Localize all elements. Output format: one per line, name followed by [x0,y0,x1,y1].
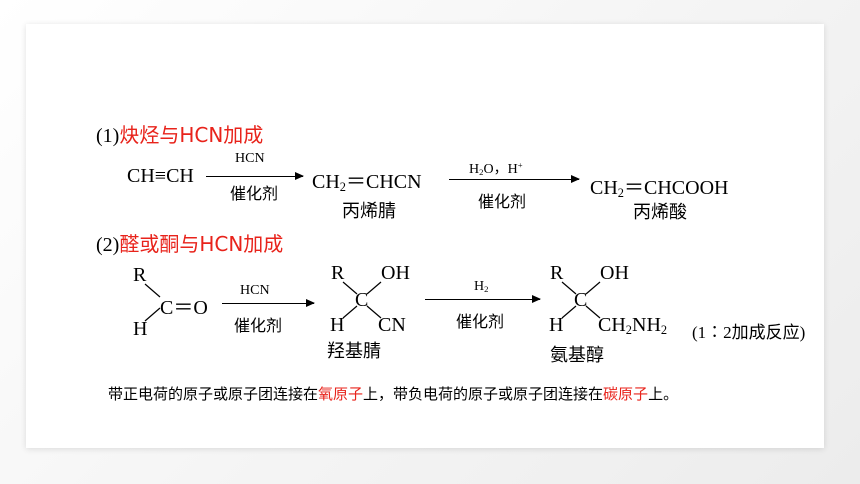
cyanohydrin-h: H [330,314,345,336]
aminoalcohol-name: 氨基醇 [550,345,604,366]
acrylonitrile-name: 丙烯腈 [342,201,396,222]
aminoalcohol-ch2nh2: CH2NH2 [598,314,668,338]
cyanohydrin-name: 羟基腈 [327,341,381,362]
ratio-note: (1∶2加成反应) [692,323,806,342]
section-1-heading: (1)炔烃与HCN加成 [96,119,263,148]
section-1-number: (1) [96,125,120,147]
acrylic-acid-name: 丙烯酸 [633,202,687,223]
r1-arrow2 [449,175,580,183]
r2-arrow1-reagent: HCN [240,283,270,298]
r2-arrow2-catalyst: 催化剂 [456,312,505,331]
cyanohydrin-oh: OH [381,262,410,284]
note-oxygen-highlight: 氧原子 [318,385,364,403]
acrylic-acid-formula: CH2＝CHCOOH [590,177,729,201]
reactant-acetylene: CH≡CH [127,165,194,187]
carbonyl-r: R [133,264,147,286]
aminoalcohol-h: H [549,314,564,336]
cyanohydrin-r: R [331,262,345,284]
r1-arrow1-reagent: HCN [235,151,265,166]
aminoalcohol-r: R [550,262,564,284]
section-1-title: 炔烃与HCN加成 [119,123,264,147]
section-2-heading: (2)醛或酮与HCN加成 [96,228,283,257]
section-2-title: 醛或酮与HCN加成 [119,232,284,256]
acrylonitrile-formula: CH2＝CHCN [312,171,422,195]
r1-arrow2-reagent: H2O，H+ [469,160,523,178]
carbonyl-c: C＝O [160,297,208,319]
aminoalcohol-c: C [574,289,588,311]
r1-arrow1 [206,172,304,180]
note-carbon-highlight: 碳原子 [603,385,649,403]
r2-arrow2 [425,295,541,303]
r1-arrow1-catalyst: 催化剂 [230,184,279,203]
slide-card [26,24,824,448]
r2-arrow1 [222,299,315,307]
cyanohydrin-cn: CN [378,314,406,336]
r1-arrow2-catalyst: 催化剂 [478,192,527,211]
cyanohydrin-c: C [355,289,369,311]
section-2-number: (2) [96,234,120,256]
r2-arrow1-catalyst: 催化剂 [234,316,283,335]
r2-arrow2-reagent: H2 [474,279,489,295]
carbonyl-h: H [133,318,148,340]
explanation-note: 带正电荷的原子或原子团连接在氧原子上，带负电荷的原子或原子团连接在碳原子上。 [108,385,679,403]
aminoalcohol-oh: OH [600,262,629,284]
